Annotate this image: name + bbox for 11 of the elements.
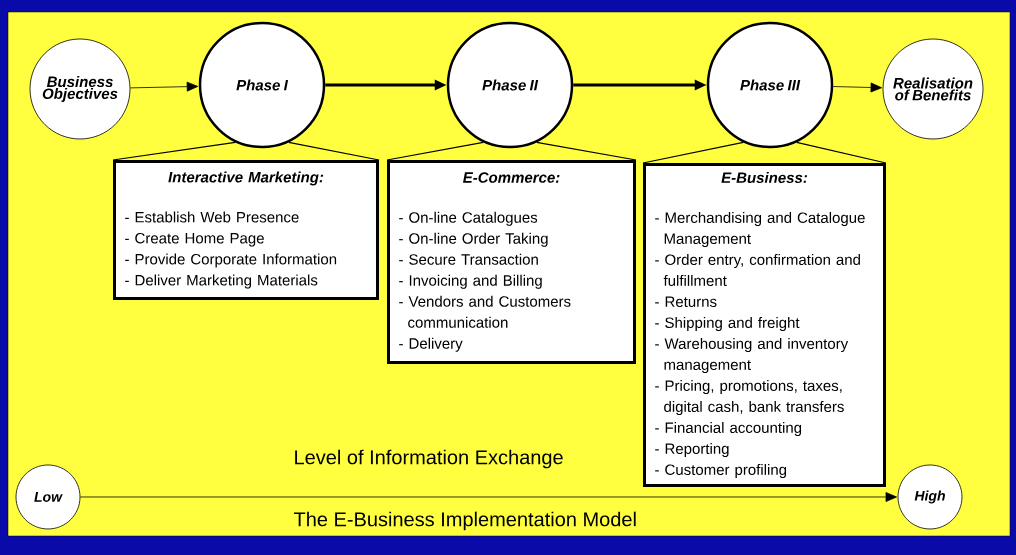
arrow <box>130 81 199 92</box>
list-box: E-Business: - Merchandising and Catalogue Management - Order entry, confirmation and fulfillment - Returns - Shipping and freight - Warehousing and inventory management - Pricing, promotions, taxes, digital cash, bank transfers - Financial accounting - Reporting - Customer profiling <box>643 163 886 487</box>
caption-text: The E-Business Implementation Model <box>294 511 636 531</box>
list-box: Interactive Marketing: - Establish Web Presence - Create Home Page - Provide Corporate Information - Deliver Marketing Materials <box>113 160 379 300</box>
arrow <box>832 82 882 93</box>
arrow <box>80 492 897 502</box>
axis-label: Level of Information Exchange <box>295 449 563 469</box>
callout-lines <box>642 141 887 164</box>
callout-lines <box>386 141 637 161</box>
list-box: E-Commerce: - On-line Catalogues - On-line Order Taking - Secure Transaction - Invoicing and Billing - Vendors and Customers communication - Delivery <box>387 160 636 364</box>
callout-lines <box>112 141 380 161</box>
